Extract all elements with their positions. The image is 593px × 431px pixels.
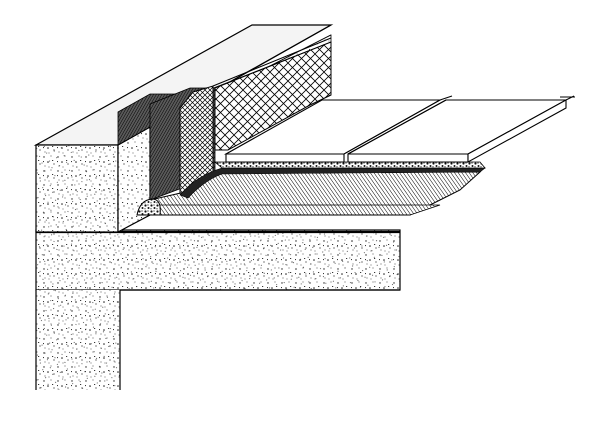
concrete-slab <box>35 229 401 291</box>
paving-slabs <box>223 95 575 163</box>
roof-layers <box>149 161 486 216</box>
fillet-bead <box>136 198 161 216</box>
concrete-wall <box>35 289 400 390</box>
insulation-board <box>212 37 332 151</box>
